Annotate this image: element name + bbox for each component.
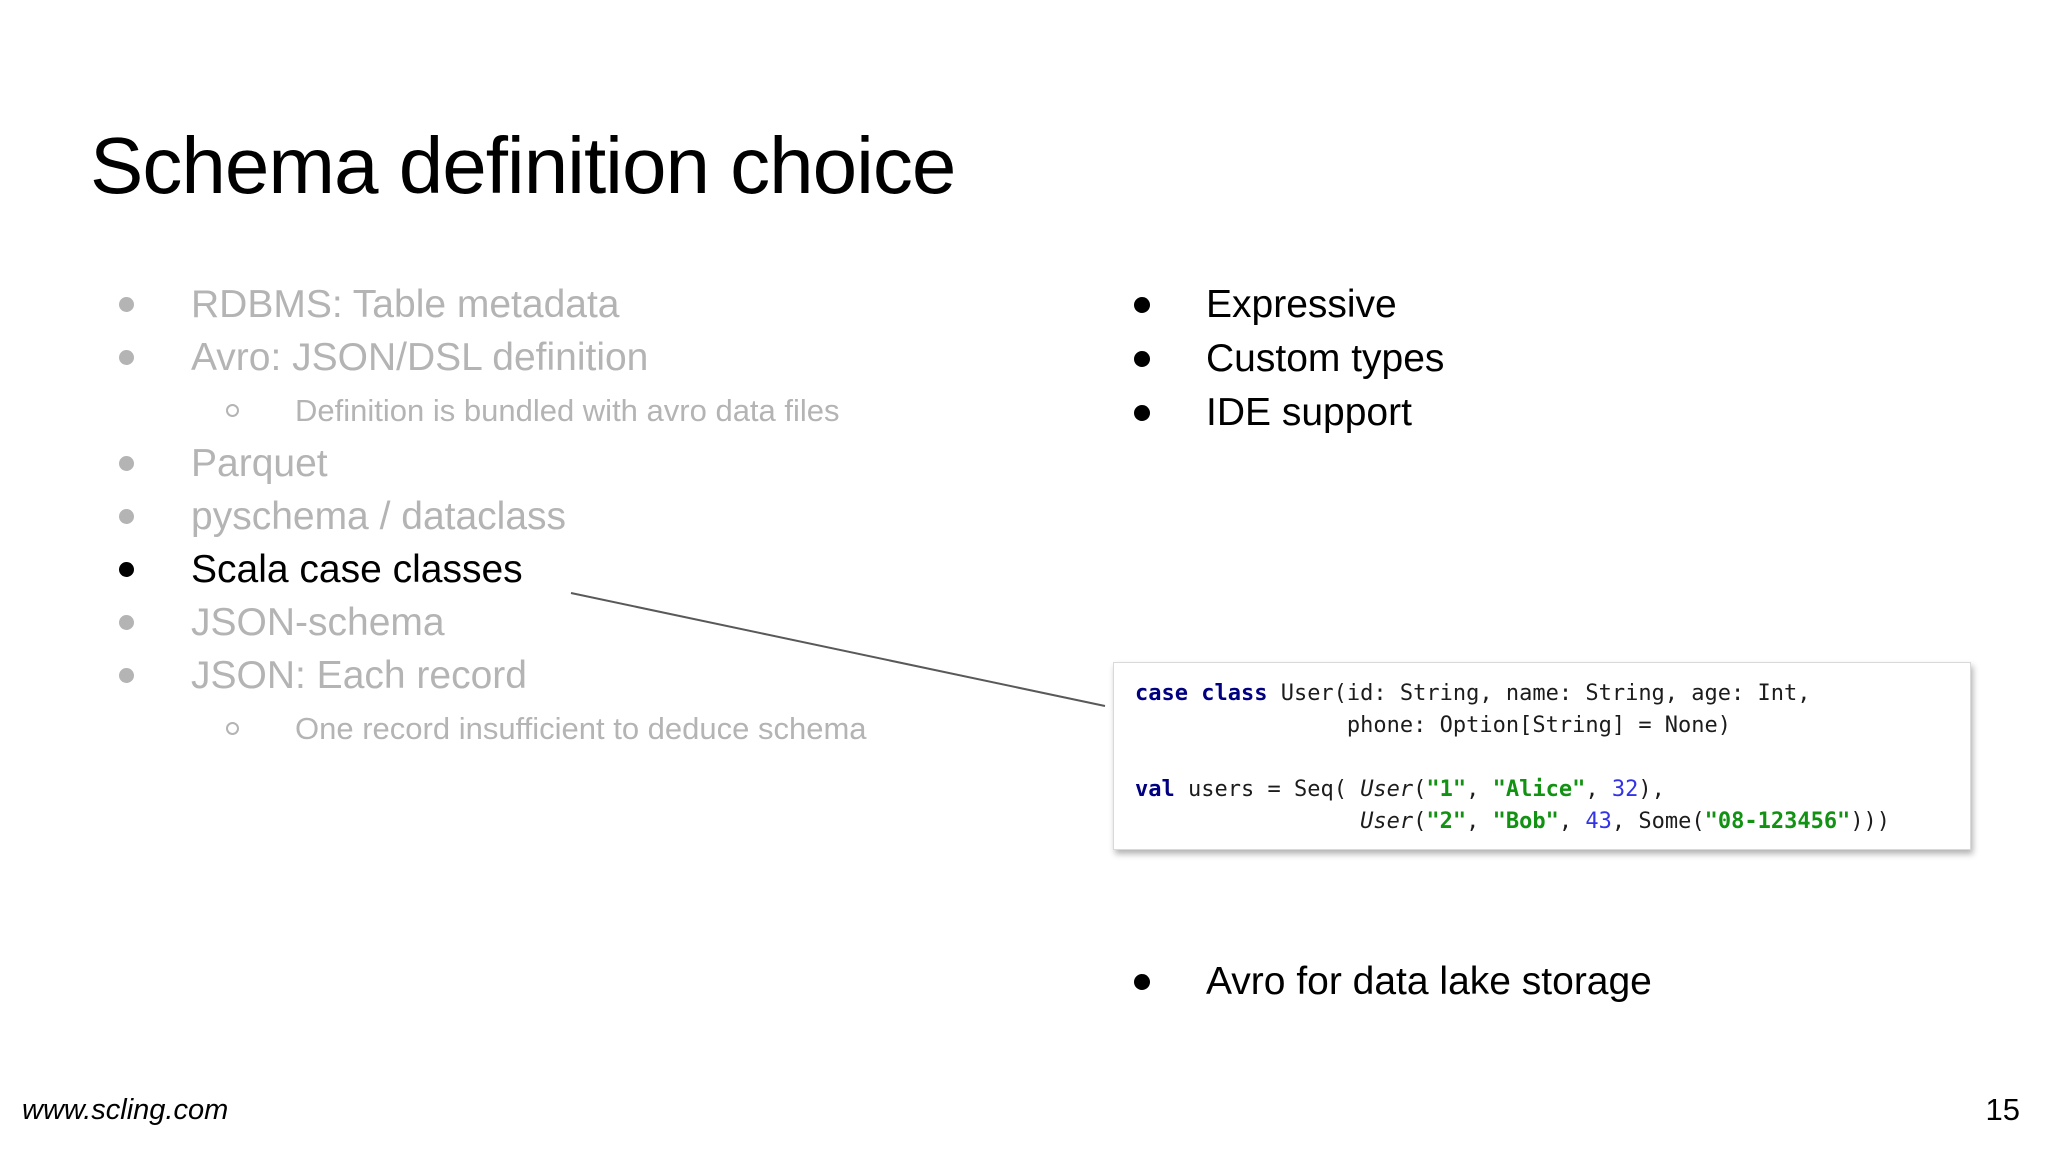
- code-segment: "Alice": [1492, 777, 1586, 802]
- list-item-label: IDE support: [1206, 391, 1412, 434]
- code-segment: ,: [1585, 777, 1612, 802]
- conclusion-note: Avro for data lake storage: [1128, 955, 1652, 1009]
- code-segment: ))): [1850, 809, 1891, 834]
- slide-title: Schema definition choice: [90, 121, 956, 210]
- code-segment: (: [1413, 777, 1427, 802]
- code-segment: [1135, 809, 1360, 834]
- code-segment: "08-123456": [1704, 809, 1851, 834]
- footer-site-url: www.scling.com: [22, 1094, 229, 1126]
- list-item-scala-case-classes: Scala case classes: [110, 543, 867, 596]
- bullet-icon: [1134, 351, 1150, 367]
- code-line: phone: Option[String] = None): [1135, 710, 1970, 742]
- code-segment: , Some(: [1611, 809, 1705, 834]
- code-block: case class User(id: String, name: String…: [1113, 662, 1971, 850]
- list-item-label: Parquet: [191, 441, 328, 485]
- list-item-label: RDBMS: Table metadata: [191, 282, 620, 326]
- code-segment: phone: Option[String] = None): [1135, 713, 1732, 738]
- list-item-ide-support: IDE support: [1128, 386, 1444, 440]
- bullet-icon: [1134, 974, 1150, 990]
- code-segment: 32: [1611, 777, 1639, 802]
- list-item-json-schema: JSON-schema: [110, 596, 867, 649]
- list-item-label: JSON-schema: [191, 600, 445, 644]
- list-item-pyschema: pyschema / dataclass: [110, 490, 867, 543]
- bullet-icon: [119, 297, 134, 312]
- bullet-icon: [119, 668, 134, 683]
- list-item-avro: Avro: JSON/DSL definition: [110, 331, 867, 384]
- code-segment: case class: [1135, 681, 1268, 706]
- code-segment: val: [1135, 777, 1175, 802]
- code-segment: ),: [1638, 777, 1665, 802]
- bullet-icon: [119, 562, 134, 577]
- code-line-blank: [1135, 742, 1970, 774]
- schema-options-list: RDBMS: Table metadata Avro: JSON/DSL def…: [110, 278, 867, 755]
- bullet-icon: [1134, 405, 1150, 421]
- hollow-bullet-icon: [226, 404, 239, 417]
- bullet-icon: [119, 615, 134, 630]
- bullet-icon: [119, 509, 134, 524]
- bullet-icon: [1134, 297, 1150, 313]
- benefits-list: Expressive Custom types IDE support: [1128, 278, 1444, 440]
- list-item-label: Expressive: [1206, 283, 1397, 326]
- code-segment: "Bob": [1492, 809, 1559, 834]
- code-line: val users = Seq( User("1", "Alice", 32),: [1135, 774, 1970, 806]
- code-segment: "2": [1426, 809, 1467, 834]
- list-item-label: Scala case classes: [191, 547, 523, 591]
- code-segment: ,: [1466, 777, 1493, 802]
- code-segment: (: [1413, 809, 1427, 834]
- list-item-custom-types: Custom types: [1128, 332, 1444, 386]
- code-segment: User(id: String, name: String, age: Int,: [1267, 681, 1811, 706]
- list-item-label: Definition is bundled with avro data fil…: [295, 392, 840, 428]
- code-segment: ,: [1558, 809, 1586, 834]
- list-item-avro-storage: Avro for data lake storage: [1128, 955, 1652, 1009]
- code-segment: ,: [1466, 809, 1493, 834]
- code-segment: "1": [1426, 777, 1467, 802]
- list-item-label: pyschema / dataclass: [191, 494, 567, 538]
- list-item-rdbms: RDBMS: Table metadata: [110, 278, 867, 331]
- list-item-json-each-record: JSON: Each record: [110, 649, 867, 702]
- bullet-icon: [119, 456, 134, 471]
- bullet-icon: [119, 350, 134, 365]
- list-subitem-avro-bundled: Definition is bundled with avro data fil…: [110, 384, 867, 437]
- code-line: case class User(id: String, name: String…: [1135, 678, 1970, 710]
- code-segment: User: [1360, 777, 1414, 802]
- list-item-expressive: Expressive: [1128, 278, 1444, 332]
- list-item-label: Custom types: [1206, 337, 1445, 380]
- list-item-label: Avro for data lake storage: [1206, 960, 1652, 1003]
- page-number: 15: [1985, 1092, 2020, 1127]
- list-item-label: JSON: Each record: [191, 653, 527, 697]
- list-item-label: One record insufficient to deduce schema: [295, 710, 867, 746]
- list-subitem-one-record: One record insufficient to deduce schema: [110, 702, 867, 755]
- hollow-bullet-icon: [226, 722, 239, 735]
- code-segment: User: [1360, 809, 1414, 834]
- list-item-parquet: Parquet: [110, 437, 867, 490]
- code-segment: 43: [1585, 809, 1612, 834]
- code-segment: users = Seq(: [1174, 777, 1361, 802]
- code-line: User("2", "Bob", 43, Some("08-123456"))): [1135, 806, 1970, 838]
- list-item-label: Avro: JSON/DSL definition: [191, 335, 649, 379]
